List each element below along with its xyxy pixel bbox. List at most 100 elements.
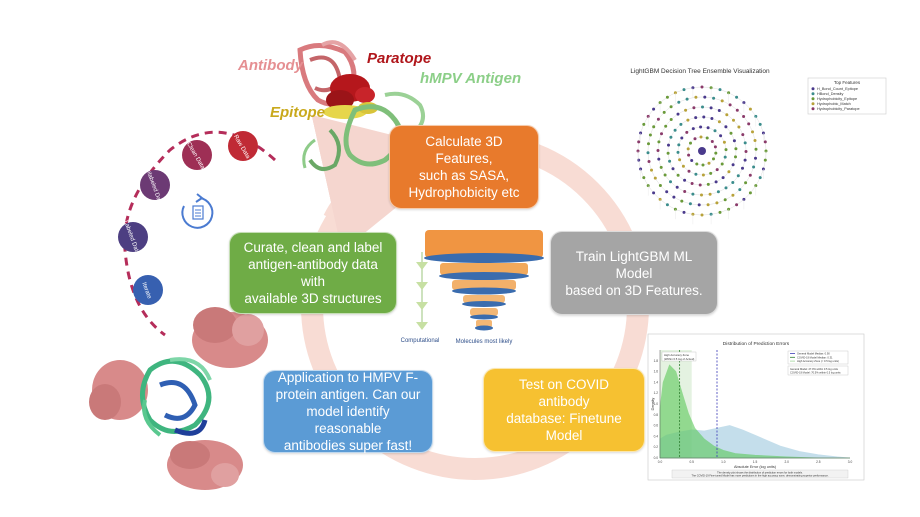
- tree-node: [758, 122, 762, 126]
- tree-node: [686, 118, 690, 122]
- tree-node: [719, 134, 723, 138]
- tree-node: [707, 161, 711, 165]
- tree-legend-label: H_Bond_Count_Epitope: [817, 87, 858, 91]
- box-line: protein antigen. Can our: [275, 387, 421, 402]
- tree-node: [731, 163, 735, 167]
- y-tick-label: 0.6: [654, 424, 659, 428]
- tree-node: [691, 192, 695, 196]
- tree-node: [717, 109, 721, 112]
- tree-node: [717, 120, 721, 124]
- box-line: available 3D structures: [244, 291, 382, 306]
- step-curate-data: Curate, clean and label antigen-antibody…: [229, 232, 397, 314]
- tree-node: [701, 173, 705, 177]
- tree-node: [699, 125, 703, 129]
- tree-node: [731, 193, 735, 197]
- tree-legend-swatch: [811, 102, 815, 106]
- x-axis-label: Absolute Error (log units): [734, 465, 777, 469]
- box-line: Test on COVID antibody: [518, 377, 610, 409]
- tree-node: [734, 147, 738, 151]
- tree-node: [734, 155, 737, 159]
- box-line: Hydrophobicity etc: [408, 185, 520, 200]
- tree-legend-swatch: [811, 107, 815, 111]
- tree-node: [690, 159, 694, 162]
- tree-node: [748, 191, 752, 195]
- tree-node: [660, 132, 663, 136]
- tree-node: [731, 181, 735, 184]
- tree-node: [698, 183, 702, 187]
- tree-legend-label: Hydrophobicity_Epitope: [817, 97, 857, 101]
- tree-node: [652, 191, 656, 195]
- tree-node: [743, 158, 747, 162]
- funnel-right-label: Molecules most likely: [456, 339, 513, 345]
- pipeline-step-labeled: [118, 222, 148, 252]
- box-line: antibodies super fast!: [283, 438, 413, 453]
- data-pipeline: Raw Data Clean Data Unlabeled Data Label…: [118, 130, 277, 337]
- tree-node: [706, 126, 710, 130]
- pipeline-step-clean: [182, 140, 212, 170]
- tree-node: [679, 122, 683, 126]
- tree-node: [738, 188, 742, 192]
- tree-node: [663, 173, 667, 177]
- tree-node: [741, 133, 745, 137]
- tree-node: [692, 106, 696, 110]
- tree-rings: [636, 85, 768, 225]
- tree-node: [712, 157, 715, 161]
- tree-node: [741, 166, 744, 170]
- tree-node: [647, 142, 650, 146]
- tree-node: [675, 185, 679, 189]
- antigen-label: hMPV Antigen: [420, 70, 522, 87]
- tree-node: [646, 151, 650, 155]
- tree-node: [742, 115, 746, 118]
- zone-label-line: High Accuracy Zone: [664, 353, 689, 357]
- tree-node: [665, 190, 669, 194]
- tree-node: [685, 130, 689, 134]
- tree-node: [686, 147, 690, 151]
- tree-node: [724, 148, 728, 152]
- tree-node: [656, 117, 660, 121]
- y-tick-label: 1.4: [654, 380, 659, 384]
- box-line: antigen-antibody data with: [248, 257, 378, 289]
- tree-node: [682, 210, 686, 214]
- tree-legend-label: Hydrophobicity_Paratope: [817, 107, 860, 111]
- tree-node: [727, 170, 731, 174]
- tree-node: [669, 135, 673, 139]
- tree-node: [694, 95, 698, 99]
- tree-legend-swatch: [811, 97, 815, 101]
- tree-node: [672, 195, 676, 199]
- tree-node: [748, 107, 752, 111]
- pipeline-step-label: Iterate: [140, 282, 152, 301]
- x-tick-label: 3.0: [848, 460, 853, 464]
- tree-node: [747, 122, 751, 126]
- tree-node: [758, 176, 762, 180]
- tree-node: [737, 125, 741, 129]
- tree-node: [735, 95, 739, 99]
- tree-node: [685, 97, 689, 101]
- y-tick-label: 0.0: [654, 456, 659, 460]
- tree-node: [724, 125, 728, 129]
- tree-ring: [647, 96, 757, 206]
- x-tick-label: 1.0: [721, 460, 726, 464]
- tree-node: [700, 213, 704, 217]
- pipeline-step-iterate: [133, 275, 163, 305]
- box-line: model identify reasonable: [306, 404, 390, 436]
- funnel-left-label: Computational: [401, 338, 440, 344]
- tree-node: [710, 117, 714, 120]
- tree-node: [732, 118, 735, 122]
- hmpv-protein-structure: [89, 307, 268, 490]
- tree-node: [664, 124, 668, 128]
- tree-node: [712, 96, 716, 100]
- y-tick-label: 1.2: [654, 391, 659, 395]
- tree-node: [702, 115, 706, 119]
- x-tick-label: 1.5: [753, 460, 758, 464]
- tree-node: [680, 199, 684, 203]
- tree-node: [653, 176, 657, 180]
- tree-node: [658, 184, 662, 187]
- tree-node: [694, 116, 698, 120]
- x-tick-label: 2.5: [816, 460, 821, 464]
- tree-node: [710, 140, 714, 143]
- tree-node: [662, 110, 666, 114]
- box-line: Calculate 3D Features,: [425, 134, 503, 166]
- tree-legend-title: Top Features: [834, 80, 861, 85]
